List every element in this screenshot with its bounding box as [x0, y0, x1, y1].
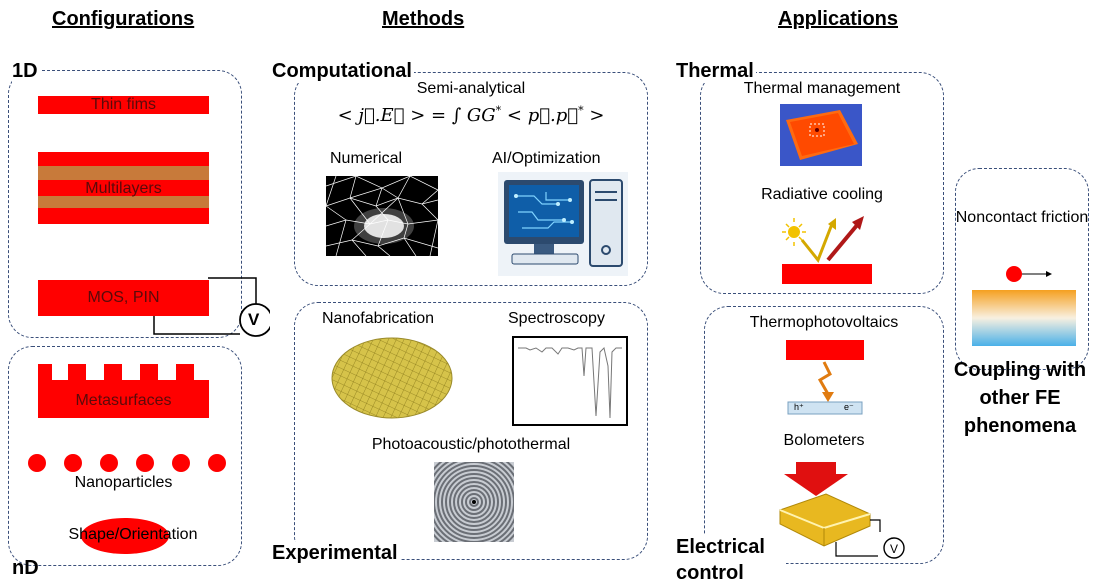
bolometer-voltmeter-icon — [883, 537, 905, 559]
shape-orientation-label: Shape/Orientation — [68, 526, 198, 543]
nanoparticle-dots — [28, 454, 226, 472]
spectrum-icon — [512, 336, 628, 426]
1d-configurations-box — [8, 70, 242, 338]
voltmeter-icon — [239, 303, 270, 337]
radiative-cooling-label: Radiative cooling — [761, 186, 883, 203]
bolometer-icon — [779, 462, 905, 559]
experimental-box — [294, 302, 648, 560]
coupling-label: Coupling with other FE phenomena — [953, 359, 1087, 437]
configurations-header: Configurations — [52, 8, 195, 30]
thermal-box — [700, 72, 944, 294]
shape-ellipse — [81, 518, 169, 554]
numerical-label: Numerical — [330, 150, 403, 167]
semi-analytical-label: Semi-analytical — [416, 80, 526, 97]
bolometers-label: Bolometers — [783, 432, 865, 449]
mos-pin-label: MOS, PIN — [87, 289, 160, 306]
coupling-box — [955, 168, 1089, 370]
multilayers-label: Multilayers — [85, 180, 162, 197]
thin-films-label: Thin fims — [91, 96, 156, 113]
mos-pin-bar: MOS, PIN — [38, 280, 209, 316]
mos-circuit-wire — [153, 277, 270, 337]
nanofabrication-label: Nanofabrication — [322, 310, 435, 327]
noncontact-friction-label: Noncontact friction — [955, 209, 1089, 226]
nd-configurations-box — [8, 346, 242, 566]
thermophotovoltaics-label: Thermophotovoltaics — [749, 314, 899, 331]
electrical-box — [704, 306, 944, 564]
concentric-rings-icon — [434, 462, 514, 542]
semi-analytical-equation: < j⃗.E⃗ > = ∫ GG* < p⃗.p⃗* > — [337, 104, 605, 126]
thermal-label: Thermal — [676, 60, 756, 83]
label-nd: nD — [12, 557, 39, 579]
methods-header: Methods — [382, 8, 465, 30]
electron-label: e⁻ — [844, 402, 854, 412]
friction-icon — [972, 266, 1076, 346]
thermal-management-label: Thermal management — [743, 80, 901, 97]
thin-films-bar: Thin fims — [38, 96, 209, 114]
multilayers-stack: Multilayers — [38, 152, 209, 224]
wafer-icon — [331, 337, 453, 419]
hole-label: h⁺ — [794, 402, 804, 412]
tpv-icon — [786, 340, 864, 415]
mesh-icon — [326, 176, 438, 256]
spectroscopy-label: Spectroscopy — [508, 310, 605, 327]
label-1d: 1D — [12, 60, 40, 83]
ai-optimization-label: AI/Optimization — [492, 150, 601, 167]
thermal-map-icon — [780, 104, 862, 166]
nanoparticles-label: Nanoparticles — [74, 474, 173, 491]
applications-header: Applications — [778, 8, 899, 30]
photoacoustic-label: Photoacoustic/photothermal — [371, 436, 571, 453]
mos-voltmeter-label: V — [248, 310, 260, 329]
computational-label: Computational — [272, 60, 414, 83]
metasurfaces-label: Metasurfaces — [75, 392, 172, 409]
radiative-cooling-icon — [782, 216, 872, 284]
bolometer-voltmeter-label: V — [889, 542, 898, 556]
electrical-control-label: Electrical control — [676, 534, 786, 586]
computer-icon — [498, 172, 628, 276]
metasurface-shape — [38, 364, 209, 418]
computational-box — [294, 72, 648, 286]
experimental-label: Experimental — [272, 542, 400, 565]
